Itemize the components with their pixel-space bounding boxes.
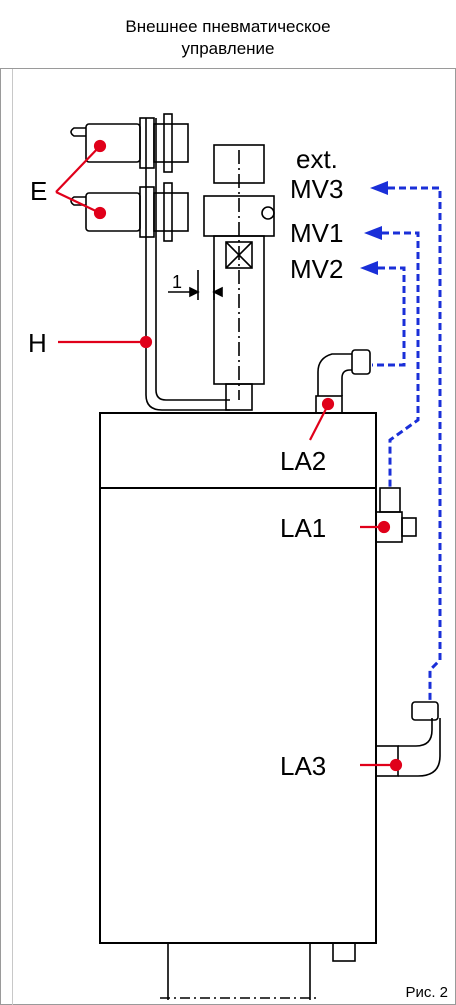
line-mv1 xyxy=(382,231,420,488)
dimension-marker xyxy=(168,270,223,300)
actuator xyxy=(203,144,275,411)
tank-body xyxy=(99,412,377,1000)
label-mv3: MV3 xyxy=(290,174,343,204)
header-title: Внешнее пневматическое управление xyxy=(0,16,456,60)
line-mv3 xyxy=(388,186,442,700)
label-la3: LA3 xyxy=(280,751,326,781)
header-line-2: управление xyxy=(181,39,275,58)
bracket-h xyxy=(145,118,230,411)
table-header: Внешнее пневматическое управление xyxy=(0,0,456,69)
figure-caption: Рис. 2 xyxy=(405,984,448,1001)
label-mv2: MV2 xyxy=(290,254,343,284)
fitting-la2 xyxy=(315,349,371,414)
label-ext: ext. xyxy=(296,144,338,174)
fitting-la1 xyxy=(375,487,417,543)
pneumatic-arrowheads xyxy=(360,181,388,275)
label-e: E xyxy=(30,176,47,206)
line-mv2 xyxy=(372,266,406,367)
sensor-lower xyxy=(70,182,189,242)
header-line-1: Внешнее пневматическое xyxy=(125,17,331,36)
label-dimension: 1 xyxy=(172,272,182,292)
pneumatic-lines xyxy=(372,186,442,700)
label-la2: LA2 xyxy=(280,446,326,476)
leader-lines xyxy=(55,139,403,772)
sensor-upper xyxy=(70,113,189,173)
left-border-line xyxy=(12,0,13,1005)
label-h: H xyxy=(28,328,47,358)
label-mv1: MV1 xyxy=(290,218,343,248)
label-la1: LA1 xyxy=(280,513,326,543)
